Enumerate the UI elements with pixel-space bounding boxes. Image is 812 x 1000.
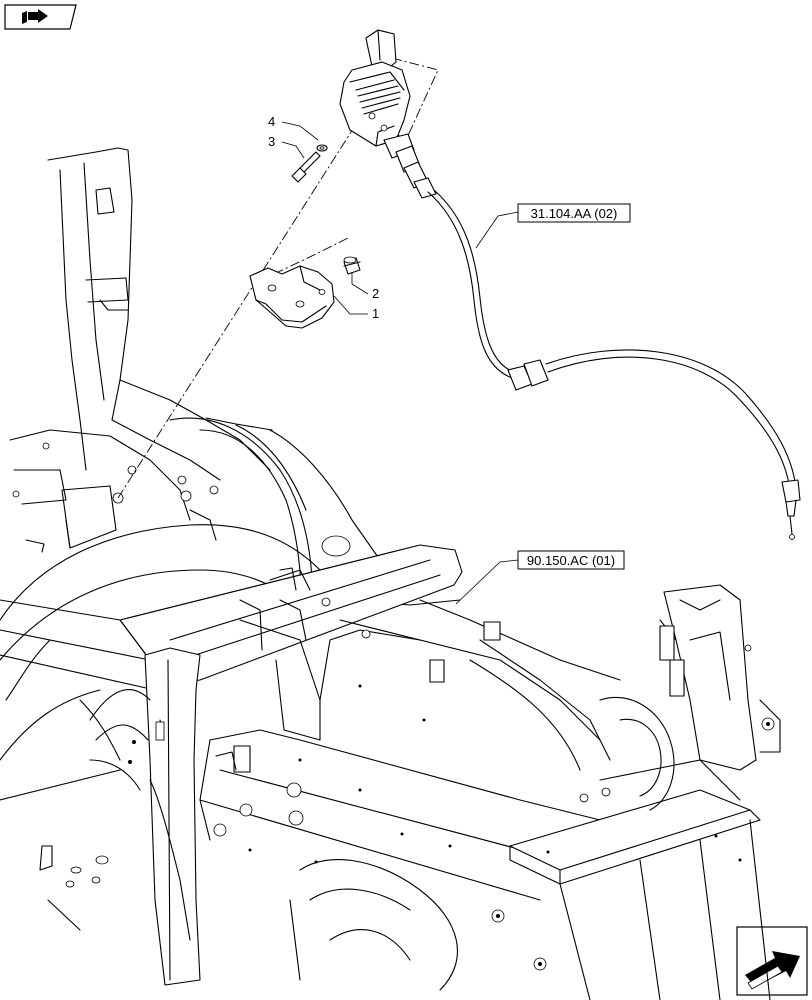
reference-box-31-104-aa[interactable]: 31.104.AA (02) xyxy=(517,203,631,223)
book-arrow-icon[interactable] xyxy=(4,4,77,30)
leader-lines xyxy=(281,121,519,605)
washer xyxy=(316,144,328,152)
next-page-arrow-icon[interactable] xyxy=(736,926,808,996)
callout-4: 4 xyxy=(268,114,275,129)
control-lever-assembly xyxy=(339,29,437,199)
reference-box-90-150-ac[interactable]: 90.150.AC (01) xyxy=(517,550,625,570)
nut xyxy=(343,256,361,275)
mounting-bracket xyxy=(249,265,335,329)
reference-label: 31.104.AA (02) xyxy=(531,206,618,221)
callout-1: 1 xyxy=(372,306,379,321)
throttle-cable xyxy=(427,189,801,540)
vehicle-frame xyxy=(0,147,781,1000)
callout-2: 2 xyxy=(372,286,379,301)
callout-3: 3 xyxy=(268,134,275,149)
reference-label: 90.150.AC (01) xyxy=(527,553,615,568)
bolt xyxy=(291,151,321,183)
